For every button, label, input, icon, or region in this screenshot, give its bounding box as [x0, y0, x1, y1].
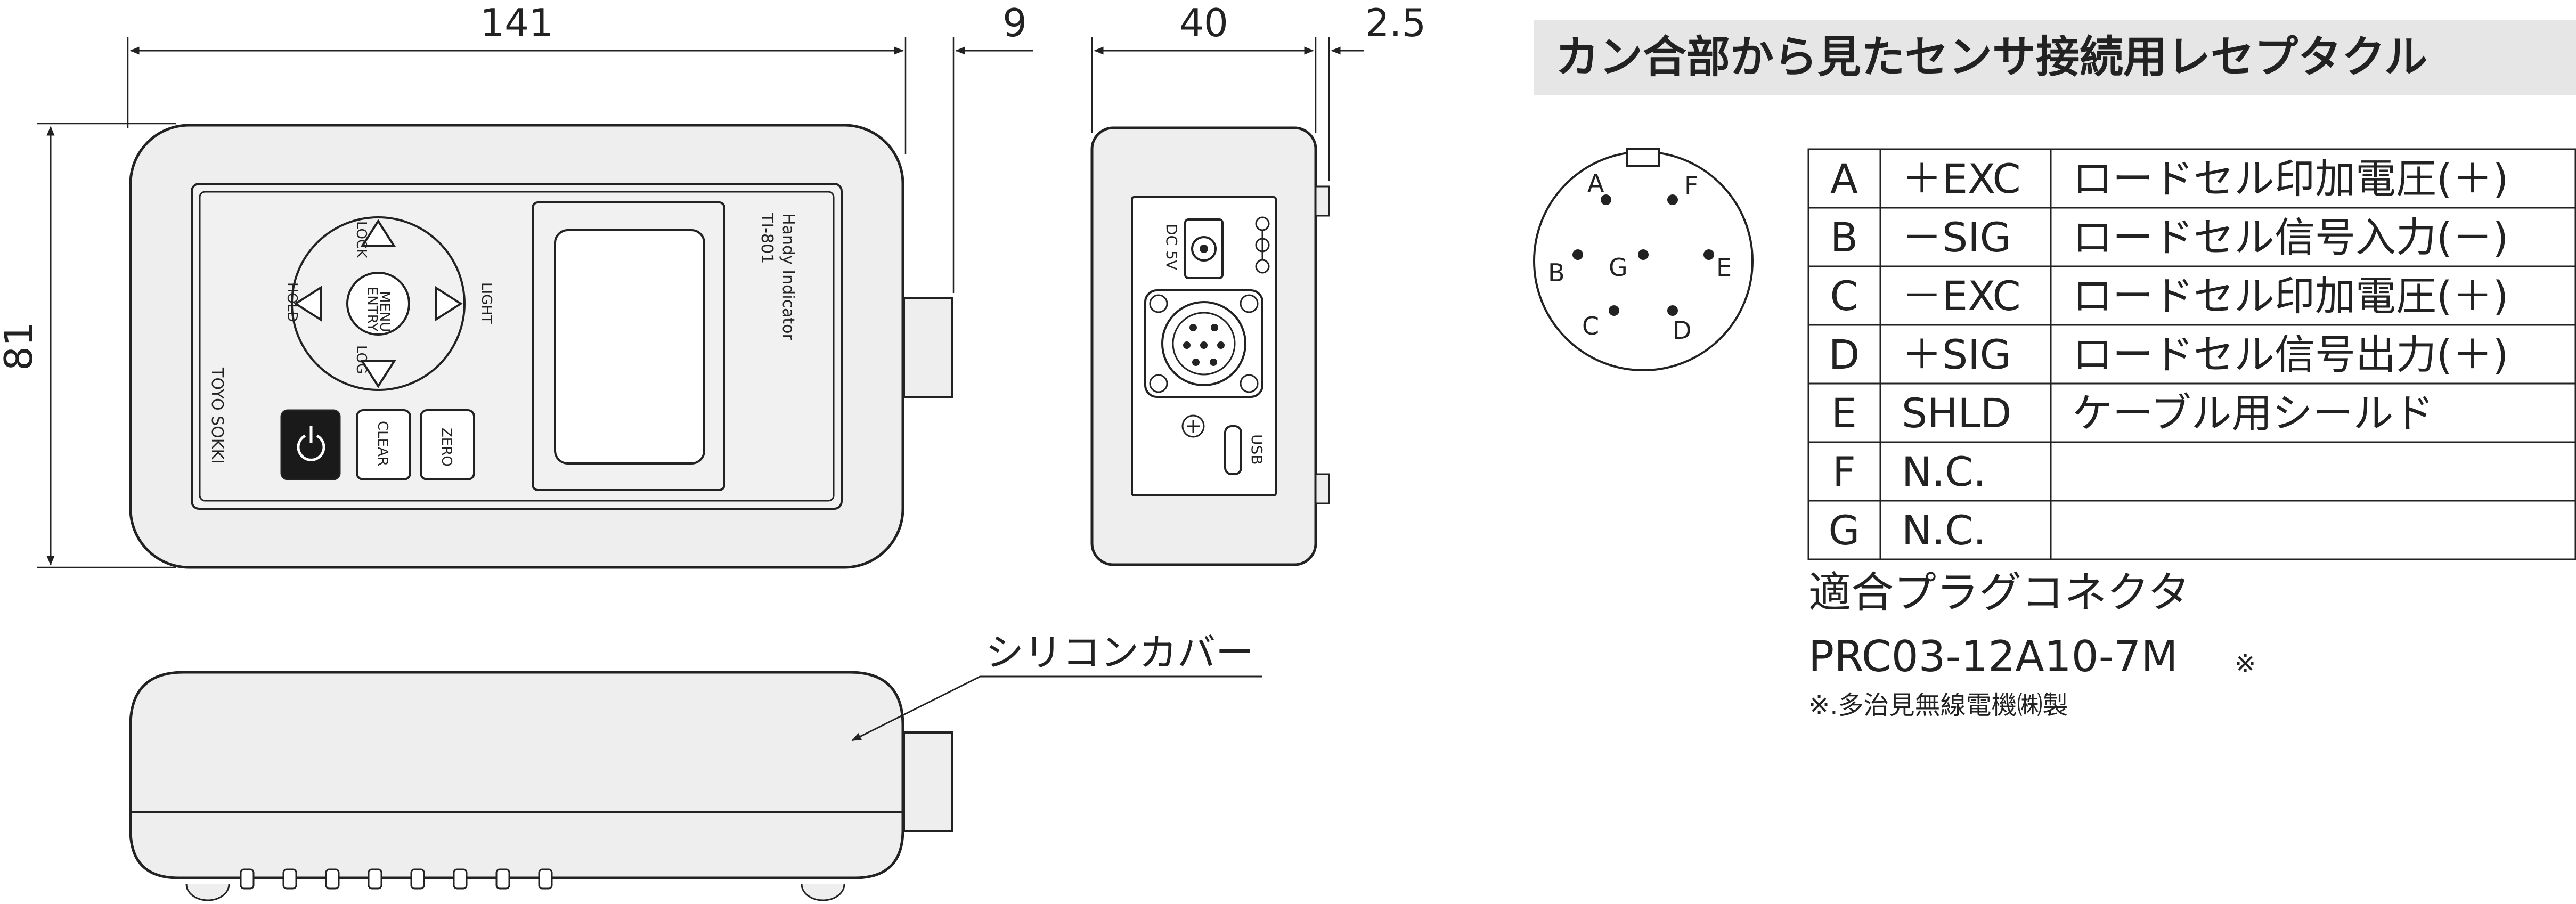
arrow-up-icon[interactable] [360, 219, 396, 247]
label-menu: MENU [377, 291, 393, 332]
plug-label: 適合プラグコネクタ [1808, 568, 2190, 617]
dim-side-protrusion: 2.5 [1278, 1, 1426, 181]
usb-port[interactable] [1224, 425, 1242, 475]
pin-cell: E [1831, 389, 1857, 437]
dim-side-depth: 40 [1091, 1, 1317, 133]
label-usb: USB [1248, 434, 1266, 465]
plug-footnote-mark: ※ [2235, 649, 2256, 679]
connector-info: カン合部から見たセンサ接続用レセプタクル A F B G E C D [1533, 20, 2576, 720]
dim-height-label: 81 [0, 322, 41, 371]
callout-silicone-cover: シリコンカバー [985, 630, 1254, 675]
pin-c-label: C [1582, 312, 1599, 340]
bottom-view: シリコンカバー [129, 630, 1262, 901]
signal-cell: ＋SIG [1902, 331, 2011, 378]
pin-g-dot [1638, 249, 1649, 260]
menu-entry-button[interactable] [346, 272, 410, 336]
dim-side-depth-label: 40 [1179, 1, 1228, 45]
polarity-icon [1255, 216, 1270, 274]
bottom-feet [185, 868, 845, 901]
table-row: B －SIG ロードセル信号入力(－) [1830, 214, 2508, 261]
label-lock: LOCK [353, 221, 369, 258]
pin-diagram: A F B G E C D [1533, 148, 1754, 371]
pin-a-label: A [1587, 169, 1604, 198]
desc-cell: ロードセル印加電圧(＋) [2072, 272, 2508, 320]
pin-g-label: G [1609, 253, 1628, 282]
table-row: G N.C. [1829, 507, 1986, 554]
power-icon [297, 426, 325, 461]
dim-side-protrusion-label: 2.5 [1365, 1, 1426, 45]
signal-cell: SHLD [1902, 389, 2011, 437]
table-row: E SHLD ケーブル用シールド [1831, 389, 2434, 437]
clear-button[interactable] [356, 409, 411, 480]
plug-part-number: PRC03-12A10-7M [1808, 632, 2178, 681]
pin-e-dot [1703, 249, 1714, 260]
arrow-down-icon[interactable] [360, 360, 396, 388]
signal-cell: ＋EXC [1902, 155, 2021, 202]
front-view: 141 9 81 Handy Indicator TI-801 TOYO SOK… [0, 1, 1033, 569]
dim-width-label: 141 [480, 1, 553, 45]
dim-width: 141 [127, 1, 907, 154]
pin-cell: F [1832, 448, 1856, 495]
dim-height: 81 [0, 123, 176, 568]
pin-f-dot [1667, 194, 1678, 205]
signal-cell: N.C. [1902, 448, 1986, 495]
pin-d-label: D [1673, 316, 1691, 345]
label-log: LOG [353, 345, 369, 374]
pin-c-dot [1609, 305, 1619, 316]
pin-cell: C [1830, 272, 1858, 320]
sensor-connector-icon [1144, 289, 1263, 398]
label-hold: HOLD [284, 282, 300, 322]
lcd-screen [554, 229, 705, 465]
power-button[interactable] [280, 409, 341, 480]
pin-e-label: E [1716, 253, 1732, 282]
pin-cell: G [1829, 507, 1860, 554]
dim-protrusion-label: 9 [1002, 1, 1027, 45]
maker-note: ※.多治見無線電機㈱製 [1808, 690, 2068, 720]
dpad: MENU ENTRY LOCK HOLD LIGHT LOG [284, 216, 494, 391]
signal-cell: N.C. [1902, 507, 1986, 554]
table-row: F N.C. [1832, 448, 1986, 495]
pin-f-label: F [1684, 171, 1698, 200]
label-entry: ENTRY [364, 287, 380, 331]
pin-b-label: B [1548, 258, 1565, 287]
table-row: A ＋EXC ロードセル印加電圧(＋) [1830, 155, 2508, 202]
label-model: TI-801 [757, 213, 776, 264]
pin-a-dot [1601, 194, 1611, 205]
pin-b-dot [1572, 249, 1583, 260]
signal-cell: －EXC [1902, 272, 2021, 320]
connector-title: カン合部から見たセンサ接続用レセプタクル [1555, 32, 2428, 83]
zero-button[interactable] [420, 409, 475, 480]
title-band [1534, 20, 2576, 95]
label-dc-5v: DC 5V [1163, 224, 1180, 270]
front-connector-stub [903, 297, 953, 398]
label-handy-indicator: Handy Indicator [779, 213, 797, 341]
signal-cell: －SIG [1902, 214, 2011, 261]
pin-cell: D [1829, 331, 1860, 378]
table-row: D ＋SIG ロードセル信号出力(＋) [1829, 331, 2509, 378]
dim-protrusion: 9 [858, 1, 1033, 293]
table-row: C －EXC ロードセル印加電圧(＋) [1830, 272, 2508, 320]
label-brand: TOYO SOKKI [208, 367, 226, 464]
desc-cell: ロードセル信号入力(－) [2072, 214, 2508, 261]
arrow-right-icon[interactable] [435, 286, 463, 322]
pin-cell: A [1830, 155, 1858, 202]
pin-cell: B [1830, 214, 1858, 261]
arrow-left-icon[interactable] [294, 286, 322, 322]
label-light: LIGHT [478, 282, 494, 324]
desc-cell: ロードセル印加電圧(＋) [2072, 155, 2508, 202]
desc-cell: ロードセル信号出力(＋) [2072, 331, 2508, 378]
label-zero: ZERO [438, 428, 454, 467]
bottom-body [129, 671, 904, 879]
callout-leader [851, 675, 981, 742]
screw-icon [1181, 414, 1205, 438]
side-view: 40 2.5 DC 5V [1090, 1, 1426, 566]
label-clear: CLEAR [374, 421, 390, 466]
pin-d-dot [1667, 305, 1678, 316]
desc-cell: ケーブル用シールド [2072, 389, 2434, 437]
pin-table: A ＋EXC ロードセル印加電圧(＋) B －SIG ロードセル信号入力(－) … [1807, 148, 2576, 560]
